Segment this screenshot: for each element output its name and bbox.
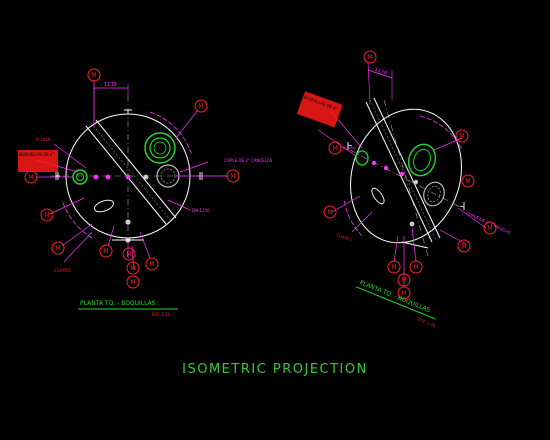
iso-callout-text: M xyxy=(459,133,464,140)
plan-leaders xyxy=(35,80,228,271)
iso-manhole-right xyxy=(423,181,445,207)
iso-label-block: BOQUILLAS DE 4" xyxy=(296,91,343,128)
iso-callout-text: M xyxy=(391,264,396,271)
iso-dimension-text: 1130 xyxy=(374,67,388,77)
iso-nozzle-dot xyxy=(371,160,377,166)
plan-nozzle-left xyxy=(72,169,88,185)
iso-callout-text: M xyxy=(413,264,418,271)
iso-vessel-outline xyxy=(350,108,462,244)
iso-callout-text: M xyxy=(332,145,337,152)
plan-label-left-block: BOQUILLAS DE 4" xyxy=(19,152,55,157)
iso-title-group: PLANTA TQ. - BOQUILLAS ESC 1:20 xyxy=(355,279,437,329)
plan-callout-text: M xyxy=(28,174,33,181)
plan-label-left-top: B-1068 xyxy=(36,137,51,142)
iso-callouts: M M M M M M M M M M M xyxy=(323,50,497,300)
plan-diagonal-manway xyxy=(85,119,177,225)
plan-manhole-top xyxy=(144,132,176,164)
iso-callout-text: M xyxy=(461,243,466,250)
iso-scale: ESC 1:20 xyxy=(417,317,436,329)
plan-title: PLANTA TQ. - BOQUILLAS xyxy=(80,300,156,307)
plan-view: 1130 M M M xyxy=(18,68,273,317)
plan-callout-text: M xyxy=(126,251,131,258)
plan-angle-arc-left xyxy=(61,199,93,239)
plan-callout-text: M xyxy=(91,72,96,79)
iso-callout-text: M xyxy=(487,225,492,232)
plan-callouts: M M M M M M M M M M M xyxy=(24,68,240,289)
iso-angle-arc-right xyxy=(419,115,463,151)
iso-callout-text: M xyxy=(367,54,372,61)
plan-nozzle-dot xyxy=(93,174,99,180)
drawing-caption: ISOMETRIC PROJECTION xyxy=(182,362,368,377)
iso-dimension-line xyxy=(367,69,393,79)
iso-label-left: CUARTO xyxy=(336,232,353,242)
iso-nozzle-left xyxy=(355,150,369,166)
plan-callout-text: M xyxy=(230,173,235,180)
iso-centerline-b xyxy=(383,99,429,257)
plan-callout-text: M xyxy=(130,279,135,286)
iso-oval-opening xyxy=(371,187,385,205)
plan-callout-text: M xyxy=(55,245,60,252)
iso-angle-arc-left xyxy=(343,199,363,237)
plan-callout-text: M xyxy=(130,265,135,272)
plan-callout-bubble xyxy=(87,68,101,82)
plan-dimension-text: 1130 xyxy=(104,82,117,88)
iso-callout-text: M xyxy=(465,178,470,185)
iso-callout-bubble xyxy=(363,50,377,64)
plan-scale: ESC 1:20 xyxy=(152,312,171,317)
iso-diagonal-manway xyxy=(365,97,441,243)
plan-label-block-bg xyxy=(18,150,58,172)
plan-callout-text: M xyxy=(149,261,154,268)
iso-callout-text: M xyxy=(401,290,406,297)
iso-view: 1130 M M M M M xyxy=(296,50,512,329)
iso-callout-text: M xyxy=(401,277,406,284)
plan-edge-mark-left xyxy=(55,172,60,180)
plan-callout-text: M xyxy=(44,212,49,219)
plan-angle-arc-right xyxy=(149,111,193,157)
plan-label-lower-left: CUARTO xyxy=(54,268,71,273)
plan-label-lower-right: DN-1250 xyxy=(192,208,210,213)
plan-oval-opening xyxy=(93,199,115,213)
plan-callout-text: M xyxy=(103,248,108,255)
iso-manhole-top xyxy=(407,143,437,177)
plan-callout-text: M xyxy=(198,103,203,110)
iso-callout-text: M xyxy=(327,209,332,216)
iso-title: PLANTA TQ. - BOQUILLAS xyxy=(359,279,432,314)
plan-label-right: COPLE DE 3" CANCELAS xyxy=(224,158,273,163)
